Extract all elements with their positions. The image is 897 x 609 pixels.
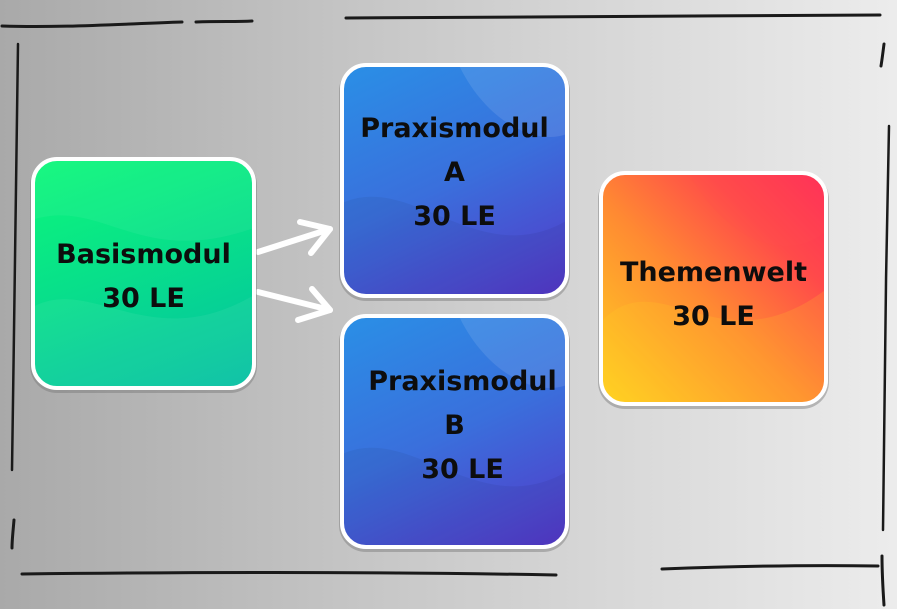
frame-right-line bbox=[881, 124, 891, 532]
frame-left-tick bbox=[10, 518, 16, 550]
praxis-b-module-box: Praxismodul B 30 LE bbox=[340, 314, 569, 549]
module-variant: A bbox=[444, 157, 465, 188]
frame-top-line-left bbox=[0, 20, 184, 29]
module-title: Themenwelt bbox=[619, 257, 808, 288]
frame-left-line bbox=[10, 42, 20, 472]
module-title: Praxismodul bbox=[368, 366, 557, 397]
frame-top-line-right bbox=[344, 13, 882, 20]
module-hours: 30 LE bbox=[102, 283, 185, 314]
wave-decoration bbox=[344, 318, 565, 545]
module-title: Praxismodul bbox=[360, 113, 549, 144]
arrow-right-icon bbox=[255, 219, 333, 256]
basis-module-box: Basismodul 30 LE bbox=[31, 157, 256, 390]
module-hours: 30 LE bbox=[421, 454, 504, 485]
frame-top-line-mid bbox=[194, 19, 254, 24]
arrow-right-icon bbox=[255, 286, 333, 323]
wave-decoration bbox=[603, 175, 824, 402]
frame-right-tick-bottom bbox=[880, 554, 886, 607]
wave-decoration bbox=[35, 161, 252, 386]
frame-right-tick-top bbox=[879, 42, 886, 68]
themenwelt-module-box: Themenwelt 30 LE bbox=[599, 171, 828, 406]
module-title: Basismodul bbox=[56, 239, 231, 270]
module-hours: 30 LE bbox=[413, 201, 496, 232]
frame-bottom-line-left bbox=[20, 571, 558, 577]
module-variant: B bbox=[444, 410, 465, 441]
praxis-a-module-box: Praxismodul A 30 LE bbox=[340, 63, 569, 298]
module-hours: 30 LE bbox=[672, 301, 755, 332]
wave-decoration bbox=[344, 67, 565, 294]
frame-bottom-line-right bbox=[660, 564, 880, 571]
